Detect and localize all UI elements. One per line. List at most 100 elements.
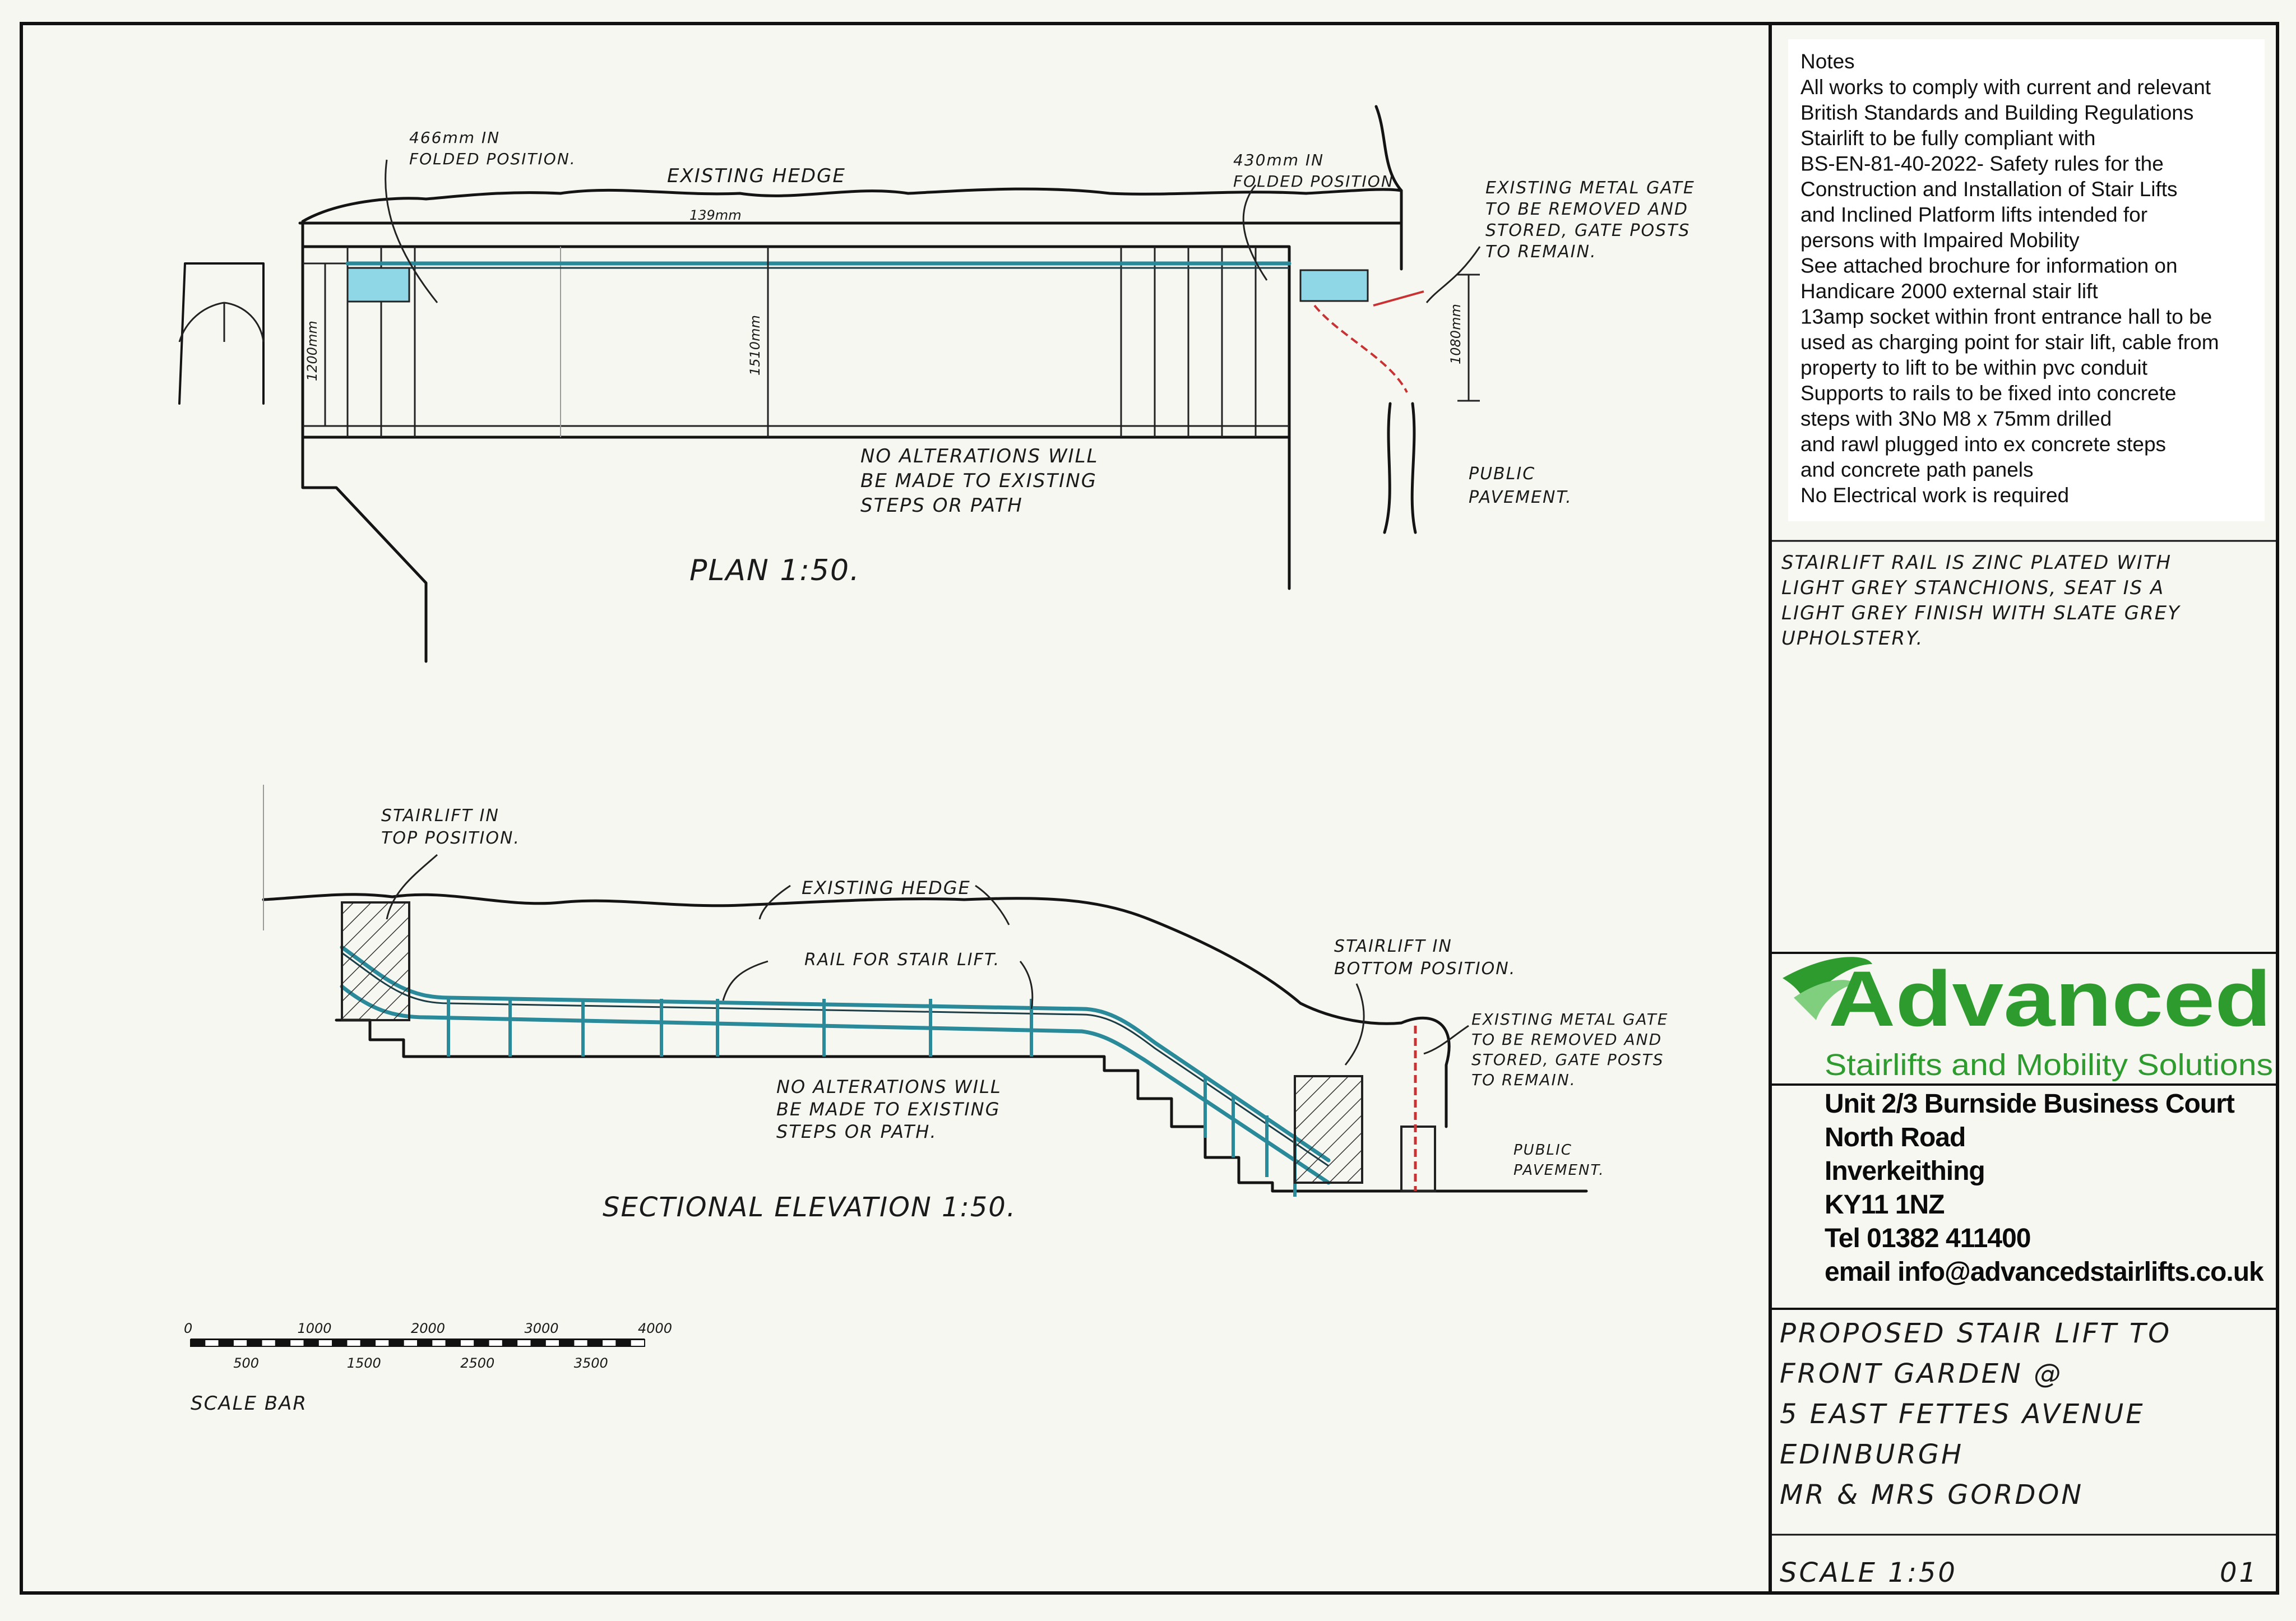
- scale-bar-segment: [474, 1339, 489, 1347]
- plan-step-lines: [346, 247, 1257, 437]
- plan-chair-top: [346, 267, 410, 303]
- elevation-label-hedge: EXISTING HEDGE: [802, 877, 971, 899]
- notes-line: All works to comply with current and rel…: [1800, 76, 2211, 99]
- notes-line: 13amp socket within front entrance hall …: [1800, 305, 2212, 328]
- finish-note-line: LIGHT GREY STANCHIONS, SEAT IS A: [1781, 577, 2164, 599]
- scale-bar-segment: [317, 1339, 334, 1347]
- elevation-hedge: [262, 893, 1451, 1128]
- notes-line: and Inclined Platform lifts intended for: [1800, 203, 2147, 226]
- scale-bar-segment: [275, 1339, 291, 1347]
- plan-dim-1200: 1200mm: [304, 321, 320, 381]
- elevation-label-rail: RAIL FOR STAIR LIFT.: [804, 950, 1000, 970]
- address-line: KY11 1NZ: [1825, 1190, 1944, 1220]
- plan-chair-bottom: [1299, 269, 1369, 302]
- finish-note: STAIRLIFT RAIL IS ZINC PLATED WITH LIGHT …: [1781, 552, 2181, 650]
- company-logo: Advanced Stairlifts and Mobility Solutio…: [1783, 955, 2273, 1082]
- notes-line: No Electrical work is required: [1800, 484, 2069, 507]
- plan-wall-right: [1288, 402, 1417, 590]
- sheet-scale: SCALE 1:50: [1780, 1557, 1957, 1588]
- scale-bar-segment: [516, 1339, 532, 1347]
- finish-note-line: LIGHT GREY FINISH WITH SLATE GREY: [1781, 602, 2181, 624]
- notes-line: Supports to rails to be fixed into concr…: [1800, 382, 2176, 405]
- notes-line: British Standards and Building Regulatio…: [1800, 101, 2193, 124]
- notes-line: used as charging point for stair lift, c…: [1800, 331, 2219, 354]
- notes-lines: All works to comply with current and rel…: [1800, 76, 2219, 507]
- scale-bar-segment: [289, 1339, 305, 1347]
- elevation-view: [262, 785, 1588, 1197]
- address-line: Inverkeithing: [1825, 1156, 1985, 1186]
- address-line: Tel 01382 411400: [1825, 1224, 2030, 1253]
- swoosh-icon-inner: [1794, 980, 1855, 1020]
- scale-bar-segment: [445, 1339, 461, 1347]
- scale-bar-segment: [431, 1339, 447, 1347]
- scale-bar-segment: [232, 1339, 248, 1347]
- scale-bar-segment: [488, 1339, 503, 1347]
- scale-bar-segment: [360, 1339, 376, 1347]
- title-line: MR & MRS GORDON: [1780, 1479, 2084, 1511]
- notes-line: Stairlift to be fully compliant with: [1800, 127, 2095, 150]
- notes-line: persons with Impaired Mobility: [1800, 229, 2080, 252]
- plan-label-hedge: EXISTING HEDGE: [667, 165, 846, 187]
- plan-dim-139: 139mm: [689, 207, 742, 223]
- scale-bar-segment: [388, 1339, 404, 1347]
- scale-bar-segment: [559, 1339, 575, 1347]
- scale-bar-segment: [629, 1339, 645, 1347]
- finish-note-line: STAIRLIFT RAIL IS ZINC PLATED WITH: [1781, 552, 2172, 574]
- sheet-border: [20, 22, 2279, 1595]
- scale-bar-label: SCALE BAR: [191, 1392, 307, 1415]
- scale-tick-top: 1000: [298, 1321, 332, 1336]
- scale-bar-segment: [374, 1339, 390, 1347]
- elevation-stairs: [335, 1018, 1588, 1193]
- plan-building-left: [178, 221, 428, 663]
- finish-note-line: UPHOLSTERY.: [1781, 627, 1923, 650]
- scale-bar-segment: [247, 1339, 262, 1347]
- notes-line: property to lift to be within pvc condui…: [1800, 356, 2148, 379]
- scale-bar-segment: [615, 1339, 631, 1347]
- scale-tick-bottom: 2500: [460, 1355, 494, 1371]
- notes-line: Construction and Installation of Stair L…: [1800, 178, 2178, 201]
- plan-title: PLAN 1:50.: [689, 554, 860, 587]
- notes-line: and concrete path panels: [1800, 458, 2034, 481]
- notes-line: Handicare 2000 external stair lift: [1800, 280, 2098, 303]
- scale-bar-segment: [502, 1339, 518, 1347]
- scale-bar-segment: [530, 1339, 546, 1347]
- notes-line: See attached brochure for information on: [1800, 254, 2178, 277]
- scale-bar-segment: [587, 1339, 603, 1347]
- scale-tick-bottom: 3500: [574, 1355, 608, 1371]
- scale-bar-segment: [261, 1339, 276, 1347]
- scale-bar-segment: [601, 1339, 617, 1347]
- plan-steps-outline: [301, 245, 1291, 439]
- notes-line: BS-EN-81-40-2022- Safety rules for the: [1800, 152, 2164, 175]
- address-line: Unit 2/3 Burnside Business Court: [1825, 1089, 2235, 1119]
- scale-tick-top: 2000: [411, 1321, 445, 1336]
- plan-gate-arc: [1313, 304, 1408, 393]
- plan-dim-1510: 1510mm: [747, 315, 763, 376]
- title-line: EDINBURGH: [1780, 1439, 1964, 1470]
- scale-bar-segment: [303, 1339, 319, 1347]
- elevation-title: SECTIONAL ELEVATION 1:50.: [603, 1192, 1016, 1223]
- drawing-number: 01: [2220, 1557, 2258, 1588]
- scale-bar-segment: [218, 1339, 234, 1347]
- plan-hedge: [301, 187, 1403, 223]
- address-line: email info@advancedstairlifts.co.uk: [1825, 1257, 2264, 1287]
- notes-panel: [1788, 39, 2265, 521]
- title-line: PROPOSED STAIR LIFT TO: [1780, 1318, 2172, 1349]
- scale-bar-segment: [204, 1339, 220, 1347]
- scale-bar-segment: [544, 1339, 561, 1347]
- company-tagline: Stairlifts and Mobility Solutions: [1825, 1048, 2273, 1082]
- title-line: FRONT GARDEN @: [1780, 1358, 2063, 1390]
